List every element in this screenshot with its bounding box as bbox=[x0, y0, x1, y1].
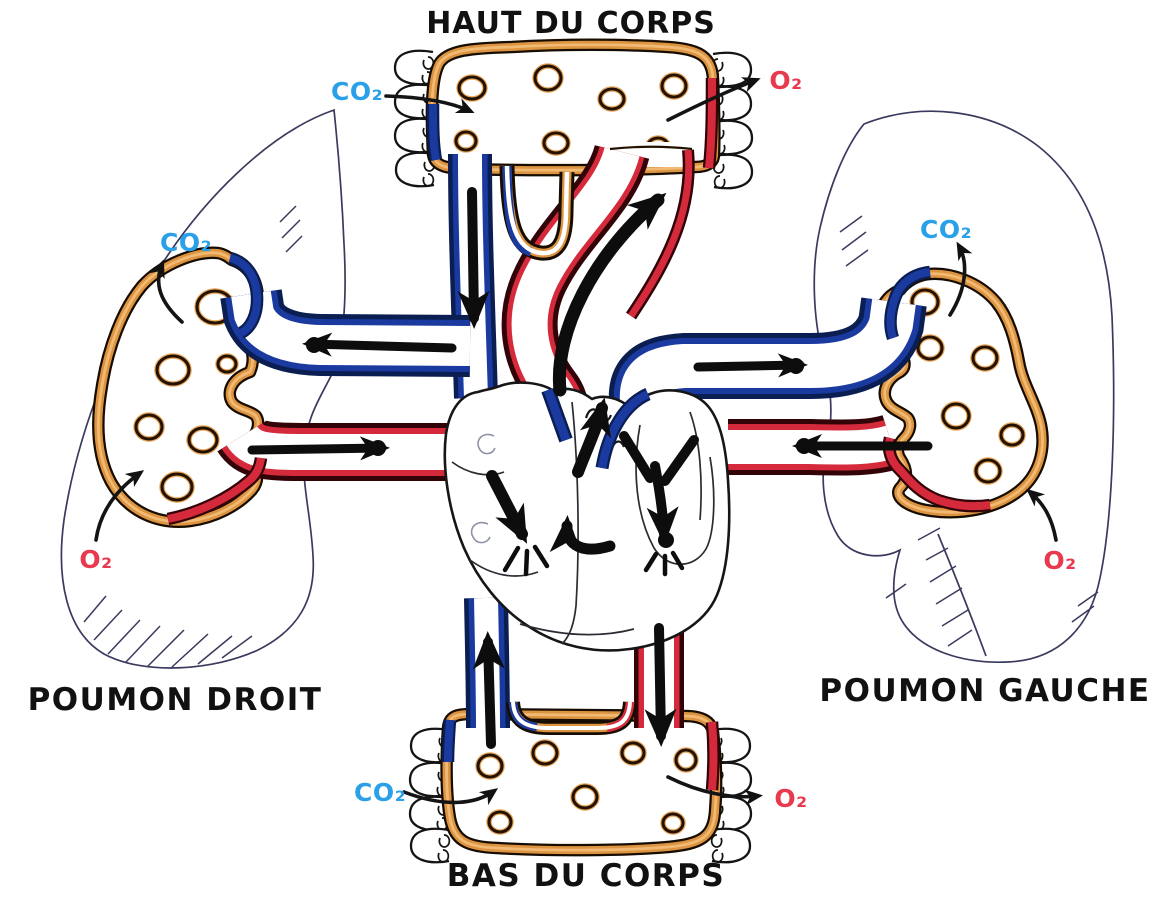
left-lung-label: POUMON GAUCHE bbox=[819, 673, 1150, 709]
flow-arrow-ventricle-to-aorta bbox=[572, 397, 611, 478]
o2-arrow-lower-body bbox=[666, 775, 763, 806]
right-lung-hatching bbox=[83, 205, 303, 668]
co2-arrow-right-lung bbox=[149, 259, 184, 324]
left-lung-hatching bbox=[839, 215, 1099, 647]
co2-label-right-lung: CO₂ bbox=[160, 228, 212, 257]
heart-curl-marks bbox=[470, 433, 496, 544]
flow-arrow-to-right-lung bbox=[302, 332, 457, 357]
flow-arrow-aorta-arch bbox=[552, 192, 667, 397]
flow-arrow-hook bbox=[549, 515, 616, 555]
flow-arrow-to-left-lung bbox=[693, 353, 808, 378]
heart-chamber-lines bbox=[451, 401, 715, 645]
upper-body-label: HAUT DU CORPS bbox=[426, 6, 716, 41]
heart bbox=[443, 381, 731, 652]
flow-arrow-svc-down bbox=[457, 187, 490, 329]
co2-arrow-upper-body bbox=[384, 94, 475, 114]
gas-exchange: CO₂ O₂ CO₂ O₂ CO₂ O₂ CO₂ O₂ bbox=[79, 66, 1076, 813]
flow-arrows bbox=[247, 187, 933, 749]
o2-arrow-left-lung bbox=[1026, 488, 1058, 542]
o2-arrow-right-lung bbox=[94, 470, 145, 542]
co2-label-lower-body: CO₂ bbox=[354, 778, 406, 807]
co2-label-left-lung: CO₂ bbox=[920, 215, 972, 244]
lower-body-capillary-bed bbox=[440, 707, 723, 857]
lower-bed-channel bbox=[506, 701, 637, 735]
heart-outline bbox=[443, 381, 731, 652]
co2-arrow-left-lung bbox=[948, 241, 973, 317]
flow-arrow-right-atrium-to-ventricle bbox=[486, 470, 550, 577]
o2-arrow-upper-body bbox=[666, 77, 761, 122]
o2-label-lower-body: O₂ bbox=[774, 784, 807, 813]
flow-arrow-from-right-lung bbox=[247, 436, 390, 461]
co2-arrow-lower-body bbox=[402, 788, 499, 806]
heart-vessel-stubs bbox=[541, 387, 651, 470]
o2-label-right-lung: O₂ bbox=[79, 545, 112, 574]
region-labels: HAUT DU CORPS BAS DU CORPS POUMON DROIT … bbox=[28, 6, 1150, 894]
flow-arrow-descending-aorta-down bbox=[644, 623, 677, 747]
right-lung-label: POUMON DROIT bbox=[28, 682, 323, 718]
co2-label-upper-body: CO₂ bbox=[331, 77, 383, 106]
lower-body-label: BAS DU CORPS bbox=[447, 858, 725, 894]
left-pulmonary-artery bbox=[608, 297, 927, 405]
o2-label-left-lung: O₂ bbox=[1043, 546, 1076, 575]
o2-label-upper-body: O₂ bbox=[769, 66, 802, 95]
flow-arrow-left-atrium-to-ventricle bbox=[619, 431, 699, 577]
flow-arrow-from-left-lung bbox=[792, 434, 933, 458]
upper-bed-channel bbox=[499, 165, 575, 261]
capillary-beds bbox=[92, 38, 1049, 857]
flow-arrow-ivc-up bbox=[472, 631, 505, 749]
bed-junction-segments bbox=[166, 77, 991, 791]
